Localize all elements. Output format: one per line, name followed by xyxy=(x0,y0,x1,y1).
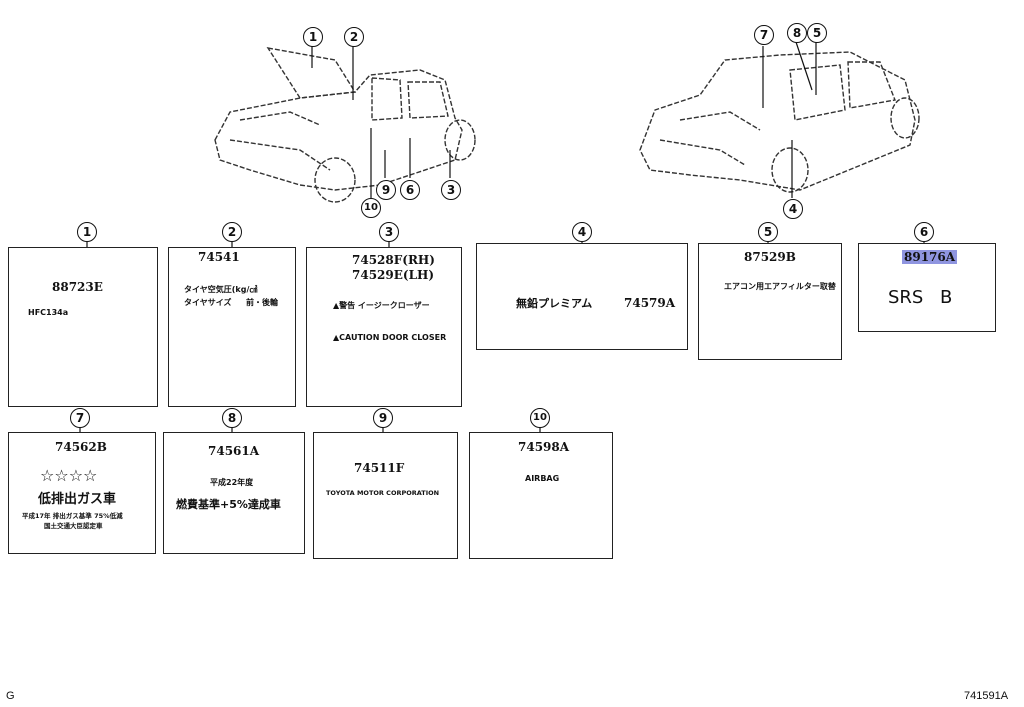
label-panel-8 xyxy=(163,432,305,554)
label7-stars: ☆☆☆☆ xyxy=(40,466,98,485)
label4-premium-text: 無鉛プレミアム xyxy=(516,297,593,310)
callout-10[interactable]: 10 xyxy=(361,198,381,218)
panel-number-2[interactable]: 2 xyxy=(222,222,242,242)
label2-wheel-text: 前・後輪 xyxy=(246,298,278,307)
label-panel-3 xyxy=(306,247,462,407)
front-car-illustration xyxy=(214,47,476,203)
part-number-74579A[interactable]: 74579A xyxy=(624,296,676,310)
part-number-74562B[interactable]: 74562B xyxy=(55,440,107,454)
label5-filter-text: エアコン用エアフィルター取替 xyxy=(724,282,836,291)
callout-6[interactable]: 6 xyxy=(400,180,420,200)
part-number-89176A[interactable]: 89176A xyxy=(902,250,958,264)
panel-number-3[interactable]: 3 xyxy=(379,222,399,242)
callout-7[interactable]: 7 xyxy=(754,25,774,45)
label-panel-4 xyxy=(476,243,688,350)
panel-number-8[interactable]: 8 xyxy=(222,408,242,428)
label-panel-9 xyxy=(313,432,458,559)
label8-year-text: 平成22年度 xyxy=(210,478,254,487)
label-panel-5 xyxy=(698,243,842,360)
part-number-74511F[interactable]: 74511F xyxy=(354,461,405,475)
callout-9[interactable]: 9 xyxy=(376,180,396,200)
label-panel-2 xyxy=(168,247,296,407)
label3-warning-text: ▲警告 イージークローザー xyxy=(333,301,430,310)
part-number-87529B[interactable]: 87529B xyxy=(744,250,796,264)
panel-number-7[interactable]: 7 xyxy=(70,408,90,428)
part-number-74528F[interactable]: 74528F(RH) xyxy=(352,253,435,267)
panel-number-6[interactable]: 6 xyxy=(914,222,934,242)
part-number-74598A[interactable]: 74598A xyxy=(518,440,570,454)
callout-3[interactable]: 3 xyxy=(441,180,461,200)
label-panel-1 xyxy=(8,247,158,407)
label6-badge-text: B xyxy=(940,287,953,308)
callout-1[interactable]: 1 xyxy=(303,27,323,47)
panel-number-4[interactable]: 4 xyxy=(572,222,592,242)
rear-car-illustration xyxy=(639,51,920,193)
label-panel-10 xyxy=(469,432,613,559)
callout-2[interactable]: 2 xyxy=(344,27,364,47)
label7-sub2-text: 国土交通大臣認定車 xyxy=(44,522,103,530)
label3-caution-text: ▲CAUTION DOOR CLOSER xyxy=(333,333,447,342)
panel-number-9[interactable]: 9 xyxy=(373,408,393,428)
panel-number-10[interactable]: 10 xyxy=(530,408,550,428)
panel-number-1[interactable]: 1 xyxy=(77,222,97,242)
callout-4[interactable]: 4 xyxy=(783,199,803,219)
part-number-74541[interactable]: 74541 xyxy=(198,250,240,264)
label10-airbag-text: AIRBAG xyxy=(525,474,560,483)
part-number-74561A[interactable]: 74561A xyxy=(208,444,260,458)
footer-diagram-id: 741591A xyxy=(964,690,1009,702)
label-panel-7 xyxy=(8,432,156,554)
part-number-74529E[interactable]: 74529E(LH) xyxy=(352,268,435,282)
part-number-88723E[interactable]: 88723E xyxy=(52,280,103,294)
label1-refrigerant-text: HFC134a xyxy=(28,308,69,317)
label7-sub1-text: 平成17年 排出ガス基準 75%低減 xyxy=(22,512,123,520)
label6-srs-text: SRS xyxy=(888,287,924,308)
label2-size-text: タイヤサイズ xyxy=(184,298,232,307)
footer-left-code: G xyxy=(6,690,15,702)
label7-main-text: 低排出ガス車 xyxy=(38,492,117,507)
panel-number-5[interactable]: 5 xyxy=(758,222,778,242)
label2-pressure-text: タイヤ空気圧(kg/㎠ xyxy=(184,285,258,294)
label9-maker-text: TOYOTA MOTOR CORPORATION xyxy=(326,489,440,497)
callout-5[interactable]: 5 xyxy=(807,23,827,43)
callout-8[interactable]: 8 xyxy=(787,23,807,43)
label8-main-text: 燃費基準+5%達成車 xyxy=(176,498,281,511)
